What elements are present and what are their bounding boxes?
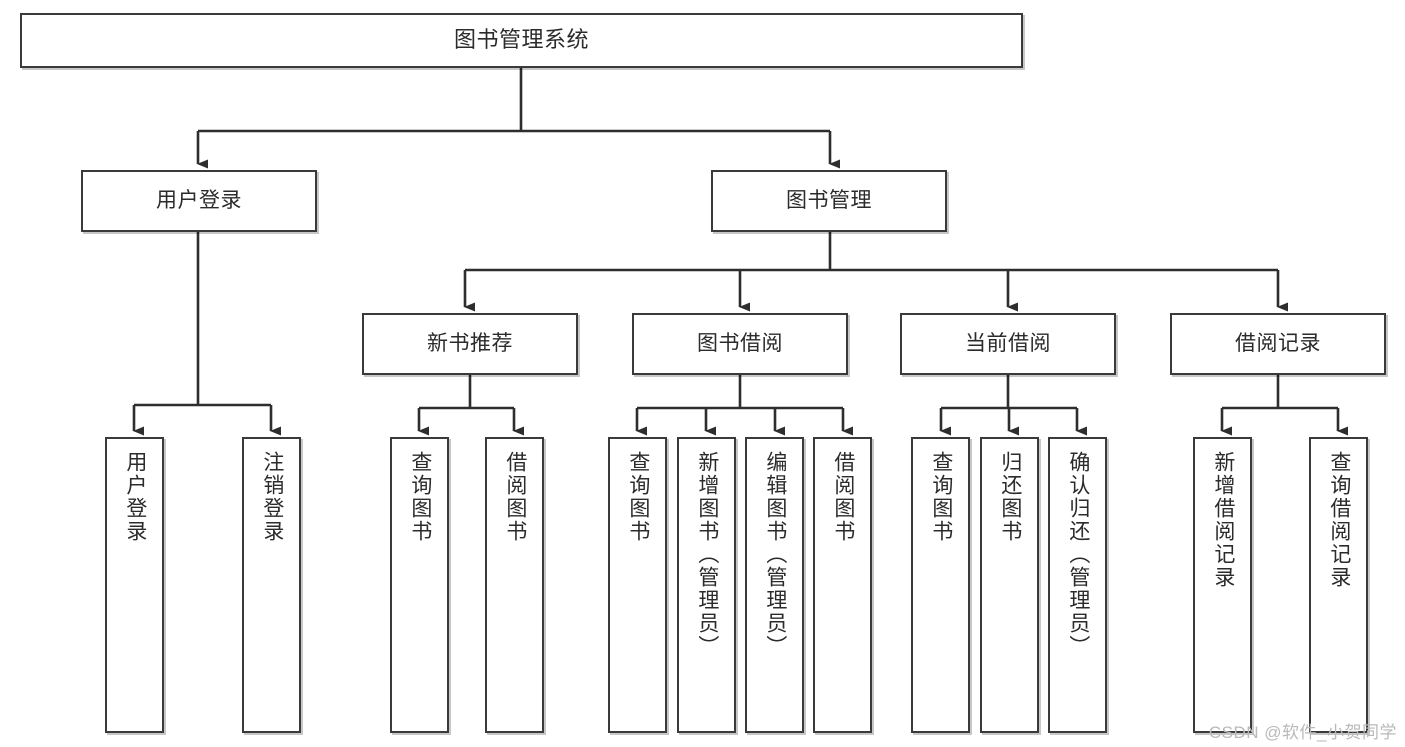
- leaf-borrow-books-recommend[interactable]: 借阅图书: [485, 437, 544, 733]
- leaf-confirm-return-admin[interactable]: 确认归还（管理员）: [1048, 437, 1107, 733]
- leaf-logout[interactable]: 注销登录: [242, 437, 301, 733]
- node-current-borrow[interactable]: 当前借阅: [900, 313, 1116, 375]
- leaf-edit-book-admin[interactable]: 编辑图书（管理员）: [745, 437, 804, 733]
- node-root-system[interactable]: 图书管理系统: [20, 13, 1023, 68]
- node-label: 借阅图书: [503, 451, 527, 543]
- node-label: 图书管理系统: [453, 27, 589, 53]
- node-label: 新增借阅记录: [1211, 451, 1235, 589]
- node-label: 查询图书: [626, 451, 650, 543]
- node-label: 用户登录: [123, 451, 147, 543]
- node-book-management[interactable]: 图书管理: [711, 170, 947, 232]
- leaf-search-books-recommend[interactable]: 查询图书: [390, 437, 449, 733]
- node-label: 查询图书: [929, 451, 953, 543]
- node-label: 查询借阅记录: [1327, 451, 1351, 589]
- leaf-search-borrow-record[interactable]: 查询借阅记录: [1309, 437, 1368, 733]
- node-label: 注销登录: [260, 451, 284, 543]
- node-label: 归还图书: [998, 451, 1022, 543]
- leaf-search-books-borrow[interactable]: 查询图书: [608, 437, 667, 733]
- node-label: 借阅记录: [1235, 332, 1321, 356]
- node-new-book-recommend[interactable]: 新书推荐: [362, 313, 578, 375]
- node-book-borrow[interactable]: 图书借阅: [632, 313, 848, 375]
- node-label: 新书推荐: [427, 332, 513, 356]
- watermark: CSDN @软件_小贺同学: [1208, 723, 1397, 742]
- leaf-add-borrow-record[interactable]: 新增借阅记录: [1193, 437, 1252, 733]
- leaf-search-books-current[interactable]: 查询图书: [911, 437, 970, 733]
- node-borrow-records[interactable]: 借阅记录: [1170, 313, 1386, 375]
- leaf-return-book[interactable]: 归还图书: [980, 437, 1039, 733]
- leaf-add-book-admin[interactable]: 新增图书（管理员）: [677, 437, 736, 733]
- node-label: 新增图书（管理员）: [695, 451, 719, 658]
- node-label: 图书管理: [786, 189, 872, 213]
- node-label: 用户登录: [156, 189, 242, 213]
- node-label: 当前借阅: [965, 332, 1051, 356]
- node-label: 确认归还（管理员）: [1066, 451, 1090, 658]
- node-label: 编辑图书（管理员）: [763, 451, 787, 658]
- node-user-login[interactable]: 用户登录: [81, 170, 317, 232]
- node-label: 借阅图书: [831, 451, 855, 543]
- node-label: 图书借阅: [697, 332, 783, 356]
- node-label: 查询图书: [408, 451, 432, 543]
- leaf-borrow-book[interactable]: 借阅图书: [813, 437, 872, 733]
- leaf-user-login[interactable]: 用户登录: [105, 437, 164, 733]
